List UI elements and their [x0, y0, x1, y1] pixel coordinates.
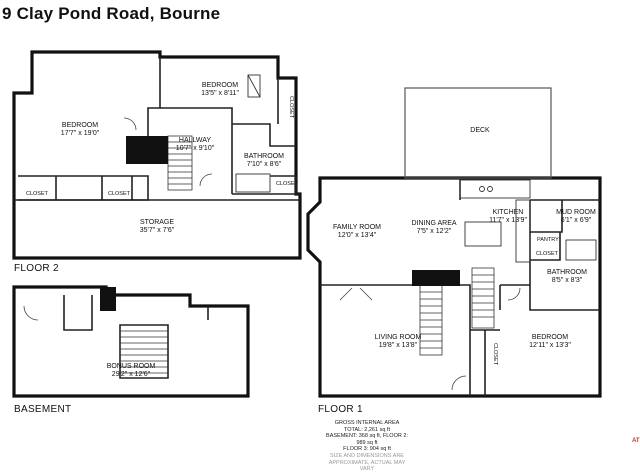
- floor1-wall-closet: [470, 329, 500, 396]
- door-swing: [199, 173, 213, 187]
- property-title: 9 Clay Pond Road, Bourne: [2, 4, 221, 23]
- skylight: [247, 74, 261, 98]
- summary-total: TOTAL: 2,261 sq ft: [344, 426, 390, 433]
- floor2-wall-bedroom-hall: [147, 57, 161, 136]
- area-summary: GROSS INTERNAL AREA TOTAL: 2,261 sq ft B…: [322, 420, 412, 473]
- basement-wall-partition: [63, 295, 93, 331]
- floor-plan-drawing: [12, 50, 602, 398]
- bath-tub-f1: [565, 239, 597, 261]
- brand-mark: AT: [632, 438, 640, 444]
- summary-basement-floor2: BASEMENT: 368 sq ft, FLOOR 2: 989 sq ft: [326, 433, 408, 446]
- basement-outer-wall: [12, 285, 250, 398]
- basement-chimney: [100, 287, 116, 311]
- floor2-wall-bath-top: [232, 123, 296, 147]
- floor2-wall-hall-top: [160, 107, 233, 124]
- basement-label: BASEMENT: [14, 404, 72, 415]
- door-swing: [339, 287, 373, 301]
- door-swing: [23, 305, 39, 321]
- basement-stair-treads: [120, 330, 168, 374]
- floor1-wall-living-top: [320, 284, 471, 396]
- closet-label: CLOSET: [108, 191, 131, 197]
- summary-floor3: FLOOR 3: 904 sq ft: [343, 446, 391, 453]
- floor2-wall-closet-div: [55, 176, 133, 200]
- basement-wall-stair: [119, 324, 169, 379]
- floor1-stair-right: [471, 267, 495, 329]
- closet-label: CLOSET: [288, 96, 294, 119]
- bath-tub-f2: [235, 173, 271, 193]
- closet-label: CLOSET: [492, 343, 498, 366]
- floor1-outer-wall: [306, 176, 602, 398]
- floor1-wall-bath: [529, 260, 600, 311]
- kitchen-counter: [459, 179, 531, 199]
- floor1-chimney: [412, 270, 460, 286]
- deck-outline: [404, 87, 552, 179]
- kitchen-counter-right: [515, 199, 531, 263]
- summary-heading: GROSS INTERNAL AREA: [334, 420, 400, 426]
- floor1-wall-bed-top: [499, 284, 530, 310]
- pantry-label: PANTRY: [537, 237, 559, 243]
- closet-label: CLOSET: [536, 251, 559, 257]
- room-deck: DECK: [470, 127, 490, 134]
- floor2-chimney: [126, 136, 168, 164]
- floor2-label: FLOOR 2: [14, 263, 59, 274]
- kitchen-island: [464, 221, 502, 247]
- closet-label: CLOSET: [26, 191, 49, 197]
- summary-disclaimer: SIZE AND DIMENSIONS ARE APPROXIMATE, ACT…: [328, 452, 406, 473]
- door-swing: [507, 287, 521, 301]
- door-swing: [123, 117, 137, 131]
- closet-label: CLOSET: [276, 181, 299, 187]
- door-swing: [451, 375, 467, 391]
- floor2-wall-closet2: [270, 175, 297, 194]
- floor1-label: FLOOR 1: [318, 404, 363, 415]
